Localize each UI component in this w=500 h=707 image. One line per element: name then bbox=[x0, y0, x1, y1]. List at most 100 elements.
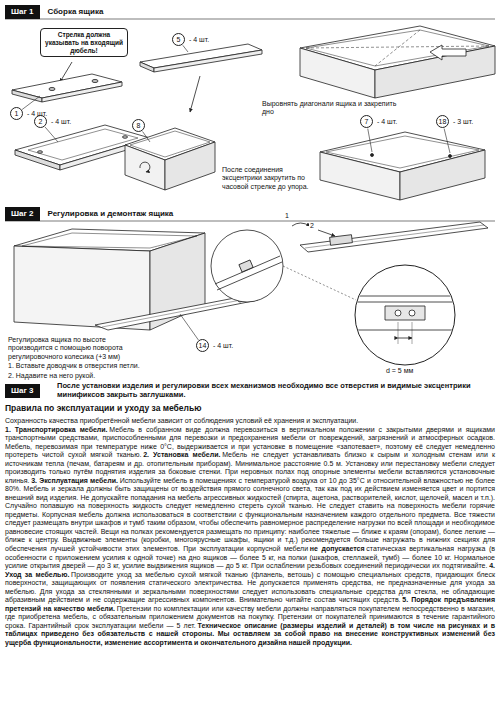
zoom-circle bbox=[398, 338, 412, 339]
closer-runner bbox=[330, 235, 353, 246]
closer-runner bbox=[318, 230, 335, 236]
rules-heading: не допускается bbox=[310, 545, 365, 552]
callout-number: 14 bbox=[196, 339, 209, 352]
drawer-assembly bbox=[130, 131, 210, 157]
detail-magnifier bbox=[239, 260, 253, 272]
closer-runner bbox=[300, 222, 488, 252]
detail-magnifier bbox=[283, 266, 356, 300]
leader-lines bbox=[22, 45, 450, 340]
leader-line bbox=[444, 129, 450, 153]
drawer-runner bbox=[102, 298, 251, 327]
step-heading: Шаг 1 Сборка ящика bbox=[5, 5, 103, 23]
drawer-with-bottom bbox=[306, 30, 489, 66]
zoom-circle bbox=[412, 322, 413, 344]
drawer-front-panel bbox=[123, 136, 128, 139]
callout-text: Стрелка должна указывать на входящий дюб… bbox=[45, 31, 123, 54]
back-panel bbox=[140, 62, 154, 72]
callout-number: 18 bbox=[436, 115, 449, 128]
drawer-assembly bbox=[125, 145, 165, 190]
assembled-drawer bbox=[371, 154, 374, 157]
leader-line bbox=[22, 96, 40, 110]
zoom-circle bbox=[395, 310, 401, 316]
drawer-with-bottom bbox=[375, 46, 495, 98]
step-title: Сборка ящика bbox=[48, 5, 104, 19]
zoom-circle bbox=[409, 310, 415, 316]
quantity-label: - 4 шт. bbox=[50, 117, 72, 126]
detail-magnifier bbox=[211, 230, 356, 302]
callout-number: 7- 4 шт. bbox=[360, 112, 398, 130]
assembled-drawer bbox=[320, 132, 485, 200]
drawer-with-bottom bbox=[430, 45, 466, 60]
quantity-label: - 4 шт. bbox=[188, 35, 210, 44]
closer-runner bbox=[292, 222, 488, 252]
instruction-step: 1. Вставьте доводчик в отверстия петли. bbox=[8, 362, 228, 370]
step-title: Регулировка и демонтаж ящика bbox=[48, 207, 174, 221]
drawer-with-bottom bbox=[375, 30, 420, 66]
drawer-box bbox=[14, 246, 150, 330]
step-rule bbox=[5, 221, 495, 222]
rules-heading: 3. Эксплуатация мебели. bbox=[31, 477, 118, 484]
zoom-circle bbox=[398, 322, 399, 344]
step-number: Шаг 1 bbox=[5, 5, 40, 19]
side-panel bbox=[92, 79, 98, 82]
assembled-drawer bbox=[400, 150, 485, 200]
closer-runner bbox=[292, 223, 310, 226]
step-number: Шаг 2 bbox=[5, 207, 40, 221]
zoom-circle bbox=[385, 306, 425, 320]
callout-number: 8 bbox=[132, 116, 145, 134]
drawer-front-panel bbox=[38, 151, 43, 154]
side-panel bbox=[49, 87, 55, 90]
drawer-front-panel bbox=[15, 150, 60, 170]
side-panel bbox=[12, 74, 122, 102]
assembled-drawer bbox=[326, 136, 479, 168]
step-heading: Шаг 3После установки изделия и регулиров… bbox=[5, 384, 40, 402]
drawer-box bbox=[22, 233, 197, 248]
callout-number: 14- 4 шт. bbox=[196, 336, 234, 354]
callout-number: 8 bbox=[132, 119, 145, 132]
quantity-label: - 4 шт. bbox=[376, 117, 398, 126]
care-rules: Сохранность качества приобретённой мебел… bbox=[5, 417, 495, 647]
zoom-circle bbox=[350, 265, 460, 365]
leader-line bbox=[183, 45, 188, 52]
instruction-step: 2. Надавите на него рукой. bbox=[8, 372, 228, 380]
drawer-with-bottom bbox=[300, 48, 375, 98]
rules-heading: 2. Установка мебели. bbox=[143, 451, 220, 458]
step-arrow-number: 2 bbox=[309, 222, 315, 230]
rules-heading: 1. Транспортировка мебели. bbox=[5, 426, 108, 433]
callout-number: 2 bbox=[34, 115, 47, 128]
rules-paragraph: 1. Транспортировка мебели.Мебель в собра… bbox=[5, 426, 495, 648]
leader-line bbox=[45, 127, 58, 142]
step-number: Шаг 3 bbox=[5, 384, 40, 398]
quantity-label: - 3 шт. bbox=[452, 117, 474, 126]
dimension-label: d = 5 мм bbox=[386, 367, 446, 375]
callout-number: 2- 4 шт. bbox=[34, 112, 72, 130]
drawer-runner bbox=[95, 296, 258, 330]
step-rule bbox=[5, 19, 495, 221]
zoom-circle bbox=[350, 302, 460, 303]
side-panel bbox=[42, 82, 122, 102]
callout-number: 5 bbox=[172, 33, 185, 46]
instruction-note: Регулировка ящика по высоте производится… bbox=[8, 336, 148, 361]
leader-line bbox=[143, 131, 150, 142]
drawer-front-panel bbox=[28, 129, 138, 160]
back-panel bbox=[190, 76, 200, 112]
zoom-circle bbox=[350, 330, 460, 331]
instruction-note: Выровнять диагонали ящика и закрепить дн… bbox=[262, 100, 397, 117]
drawer-with-bottom bbox=[306, 46, 489, 48]
zoom-circle bbox=[350, 296, 460, 297]
section-title: Правила по эксплуатации и уходу за мебел… bbox=[5, 403, 495, 413]
callout-box: Стрелка должна указывать на входящий дюб… bbox=[40, 28, 128, 57]
callout-number: 18- 3 шт. bbox=[436, 112, 474, 130]
back-panel bbox=[140, 44, 262, 112]
callout-number: 1 bbox=[10, 107, 23, 120]
zoom-circle bbox=[350, 296, 460, 344]
detail-magnifier bbox=[215, 256, 280, 284]
callout-number: 7 bbox=[360, 115, 373, 128]
drawer-runner bbox=[95, 296, 258, 330]
leader-line bbox=[180, 314, 198, 340]
closer-runner bbox=[305, 225, 484, 248]
drawer-assembly bbox=[140, 162, 150, 172]
leader-line bbox=[368, 129, 372, 152]
instruction-note: После соединения эксцентрики закрутить п… bbox=[222, 166, 317, 191]
zoom-circle bbox=[355, 265, 455, 365]
